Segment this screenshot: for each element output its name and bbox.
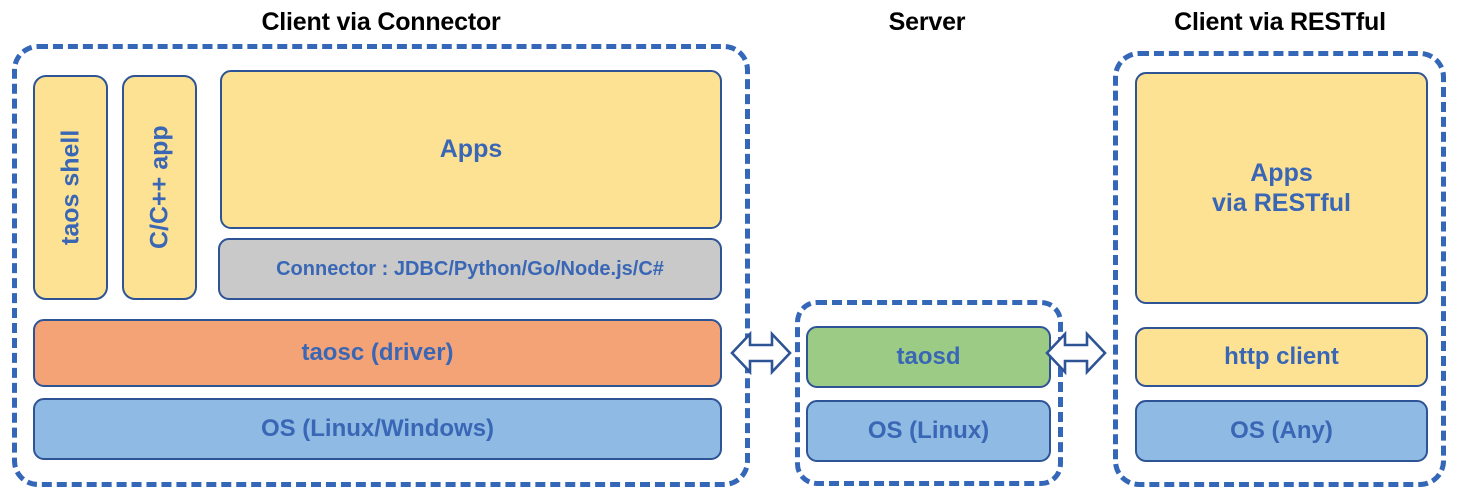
column-title-client-via-connector: Client via Connector [261, 8, 501, 36]
block-taosc-driver[interactable]: taosc (driver) [33, 319, 722, 387]
block-c-cpp-app[interactable]: C/C++ app [122, 75, 197, 300]
block-apps-via-restful-line1: Apps [1250, 158, 1313, 187]
bidirectional-arrow-server-right [1045, 326, 1107, 380]
group-frame-client-via-restful [1113, 51, 1446, 487]
block-os-any[interactable]: OS (Any) [1135, 400, 1428, 462]
bidirectional-arrow-left-server [730, 326, 792, 380]
column-title-server: Server [888, 8, 966, 36]
block-connector[interactable]: Connector : JDBC/Python/Go/Node.js/C# [218, 238, 722, 300]
block-http-client[interactable]: http client [1135, 327, 1428, 387]
block-apps-via-restful[interactable]: Apps via RESTful [1135, 72, 1428, 304]
block-taosd[interactable]: taosd [806, 326, 1051, 388]
column-title-client-via-restful: Client via RESTful [1174, 8, 1386, 36]
group-frame-server [795, 300, 1063, 486]
block-os-linux-windows[interactable]: OS (Linux/Windows) [33, 398, 722, 460]
group-frame-client-via-connector [12, 44, 750, 487]
block-apps[interactable]: Apps [220, 70, 722, 229]
block-os-linux[interactable]: OS (Linux) [806, 400, 1051, 462]
block-apps-via-restful-line2: via RESTful [1212, 189, 1351, 217]
block-taos-shell[interactable]: taos shell [33, 75, 108, 300]
